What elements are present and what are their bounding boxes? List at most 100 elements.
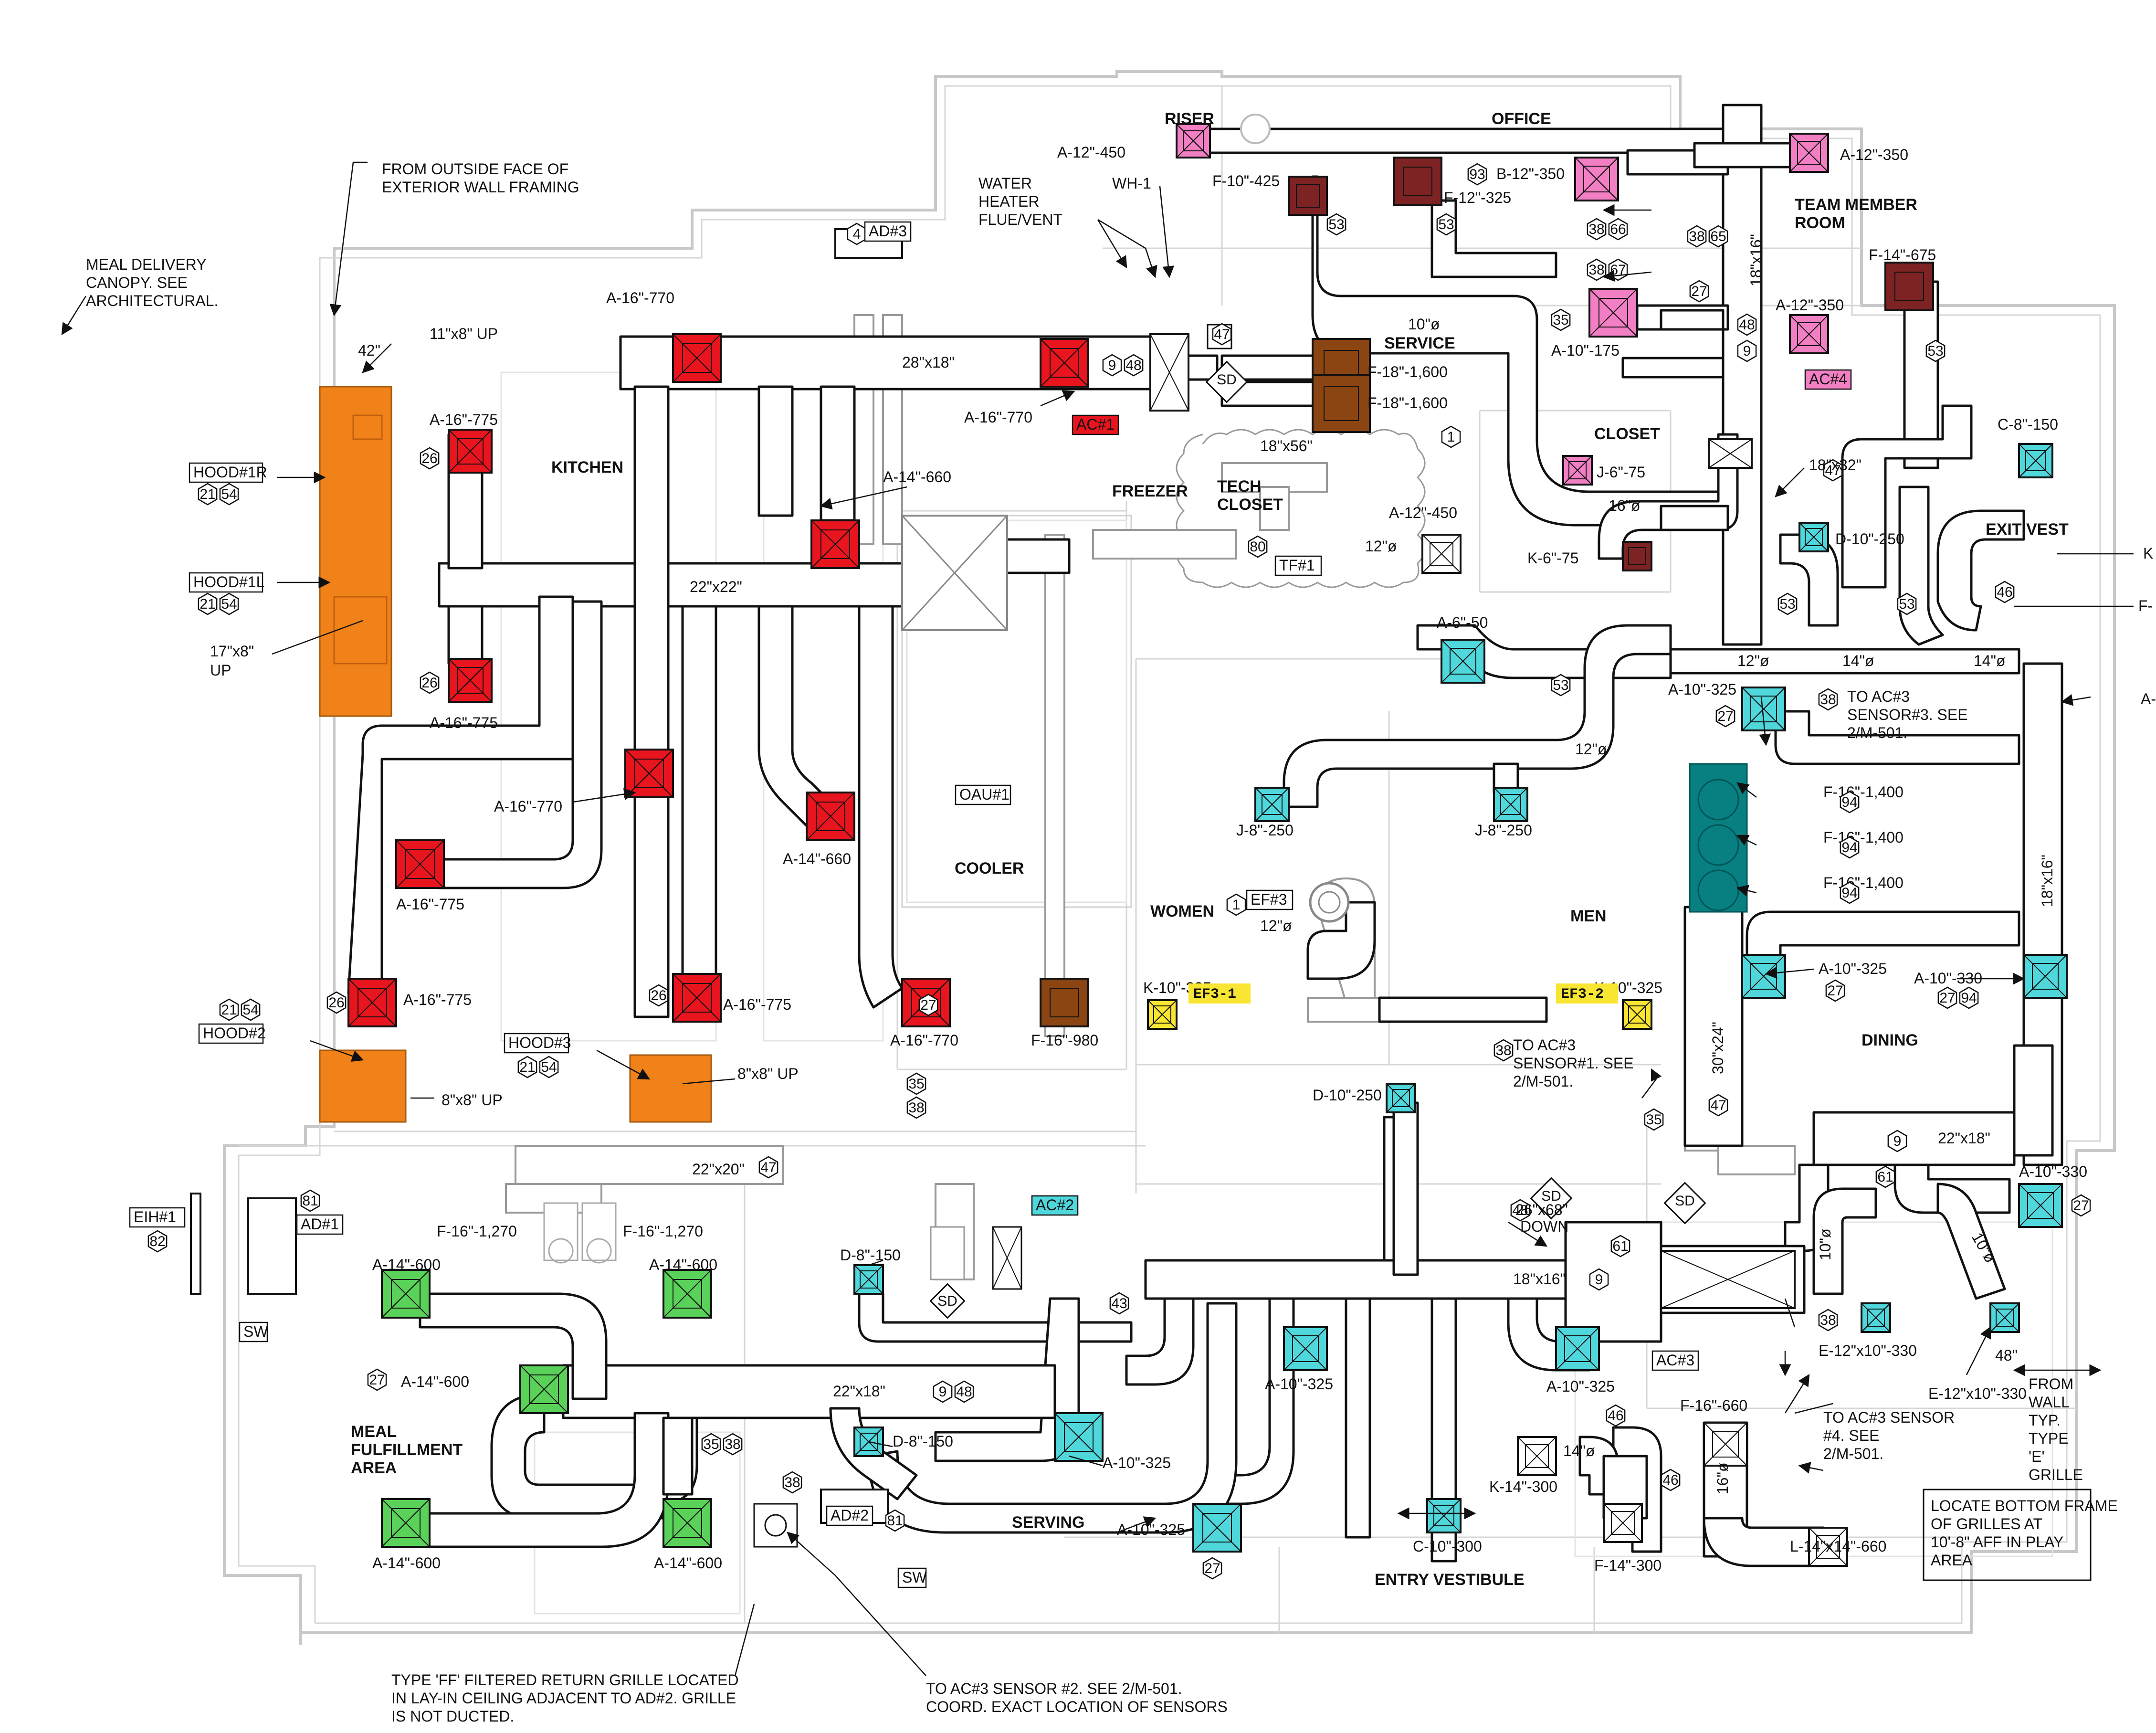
keynote-tag: 26: [420, 671, 440, 694]
duct-size-label: 10"ø: [1408, 316, 1440, 333]
diffuser-a12-450b: A-12"-450: [1389, 504, 1462, 574]
diffuser-f16-660: F-16"-660: [1680, 1397, 1748, 1467]
diffuser-k6-75: K-6"-75: [1527, 541, 1652, 571]
diffuser-label: A-14"-600: [401, 1373, 469, 1390]
svg-text:27: 27: [1691, 284, 1707, 299]
diffuser-d10-250a: D-10"-250: [1798, 522, 1904, 552]
duct-size-label: 16"ø: [1609, 497, 1641, 514]
duct-size-label: 17"x8": [210, 643, 254, 660]
equipment-label: HOOD#3: [504, 1033, 571, 1054]
edge-label: A-: [2141, 690, 2156, 708]
duct-size-label: 22"x22": [690, 578, 742, 595]
keynote-tag: 27: [367, 1368, 387, 1391]
duct-size-label: 18"x16": [1747, 234, 1765, 286]
diffuser-label: F-16"-1,400: [1823, 874, 1904, 891]
svg-text:53: 53: [1328, 217, 1344, 232]
keynote-tag: 94: [1959, 986, 1979, 1009]
air-handling-equipment: [190, 114, 1796, 1548]
diffuser-label: F-18"-1,600: [1367, 394, 1448, 412]
equipment-label: HOOD#1R: [189, 462, 267, 483]
keynote-tag: 81: [885, 1509, 905, 1532]
diffuser-label: A-14"-600: [372, 1554, 441, 1572]
keynote-tag: 54: [241, 998, 261, 1021]
svg-text:26: 26: [328, 995, 344, 1011]
edge-label: K: [2143, 545, 2153, 562]
duct-size-label: 22"x18": [833, 1383, 885, 1400]
smoke-damper-label: SD: [937, 1293, 957, 1309]
duct-size-label: 8"x8" UP: [442, 1091, 503, 1109]
diffuser-label: A-14"-660: [883, 468, 951, 486]
diffuser-label: D-10"-250: [1313, 1087, 1382, 1104]
diffuser-l14-660: L-14"x14"-660: [1790, 1527, 1886, 1567]
svg-text:38: 38: [725, 1437, 740, 1452]
keynote-tag: 82: [147, 1230, 168, 1253]
keynote-tag: 21: [198, 592, 218, 615]
diffuser-label: A-10"-325: [1103, 1454, 1171, 1471]
diffuser-a16-770b: A-16"-770: [964, 338, 1089, 426]
svg-text:38: 38: [908, 1100, 924, 1116]
locate-note-box: [1923, 1489, 2092, 1581]
diffuser-f16-980: F-16"-980: [1031, 978, 1098, 1049]
diffuser-a10-325d: A-10"-325: [1117, 1503, 1242, 1553]
keynote-tag: 38: [1493, 1039, 1514, 1062]
svg-text:54: 54: [221, 486, 237, 502]
svg-text:9: 9: [1743, 343, 1751, 359]
diffuser-label: J-6"-75: [1597, 464, 1645, 481]
diffuser-a12-450a: A-12"-450: [1057, 123, 1211, 161]
duct-size-label: 12"ø: [1260, 917, 1292, 934]
duct-size-label: 16"ø: [1714, 1463, 1731, 1495]
keynote-tag: 67: [1608, 258, 1628, 281]
diffuser-c8-150: C-8"-150: [1998, 416, 2058, 478]
svg-text:27: 27: [369, 1372, 385, 1388]
keynote-tag: 47: [1823, 459, 1843, 482]
keynote-tag: 48: [1124, 354, 1144, 377]
svg-text:48: 48: [1125, 358, 1141, 373]
diffuser-label: A-6"-50: [1437, 614, 1488, 631]
diffuser-k10-325a: K-10"-325: [1143, 979, 1211, 1030]
svg-text:9: 9: [1108, 358, 1116, 373]
diffuser-label: F-16"-660: [1680, 1397, 1747, 1414]
diffuser-d8-150a: D-8"-150: [840, 1247, 901, 1295]
diffuser-label: A-16"-770: [890, 1032, 958, 1049]
svg-text:66: 66: [1610, 222, 1626, 237]
svg-text:HOOD#3: HOOD#3: [508, 1034, 571, 1051]
diffuser-a10-325e: A-10"-325: [1265, 1326, 1333, 1393]
diffuser-c10-300: C-10"-300: [1413, 1498, 1482, 1555]
diffuser-a10-175: A-10"-175: [1551, 288, 1638, 359]
equipment-label: TF#1: [1274, 555, 1322, 576]
diffuser-d10-250b: D-10"-250: [1313, 1083, 1416, 1113]
keynote-tag: 4: [847, 222, 867, 245]
diffuser-label: F-10"-425: [1212, 172, 1280, 190]
svg-text:46: 46: [1997, 584, 2012, 600]
svg-text:54: 54: [221, 596, 237, 612]
svg-text:HOOD#1R: HOOD#1R: [193, 464, 267, 481]
diffuser-f14-675: F-14"-675: [1869, 246, 1936, 311]
duct-size-label: 42": [358, 342, 380, 359]
diffuser-a10-325c: A-10"-325: [1054, 1412, 1171, 1471]
diffuser-j8-250b: J-8"-250: [1475, 787, 1532, 839]
diffuser-label: F-16"-1,270: [623, 1223, 703, 1240]
svg-text:82: 82: [149, 1234, 165, 1249]
diffuser-label: A-16"-775: [396, 896, 464, 913]
equipment-label: SW: [897, 1567, 927, 1588]
room-men: MEN: [1570, 907, 1607, 925]
keynote-tag: 38: [782, 1471, 802, 1494]
keynote-tag: 9: [1887, 1130, 1907, 1152]
diffuser-label: F-14"-675: [1869, 246, 1936, 264]
keynote-tag: 54: [219, 592, 239, 615]
keynote-tag: 61: [1875, 1165, 1895, 1188]
keynote-tag: 27: [1825, 979, 1845, 1002]
diffuser-label: K-6"-75: [1527, 549, 1578, 567]
svg-text:AC#1: AC#1: [1076, 416, 1115, 433]
svg-text:47: 47: [1214, 327, 1230, 342]
keynote-tag: 27: [918, 993, 938, 1016]
diffuser-label: F-12"-325: [1444, 189, 1511, 206]
diffuser-label: D-8"-150: [840, 1247, 901, 1264]
svg-text:27: 27: [1939, 990, 1955, 1006]
svg-text:38: 38: [1588, 222, 1604, 237]
keynote-tag: 21: [219, 998, 239, 1021]
diffuser-label: A-10"-325: [1546, 1378, 1615, 1395]
